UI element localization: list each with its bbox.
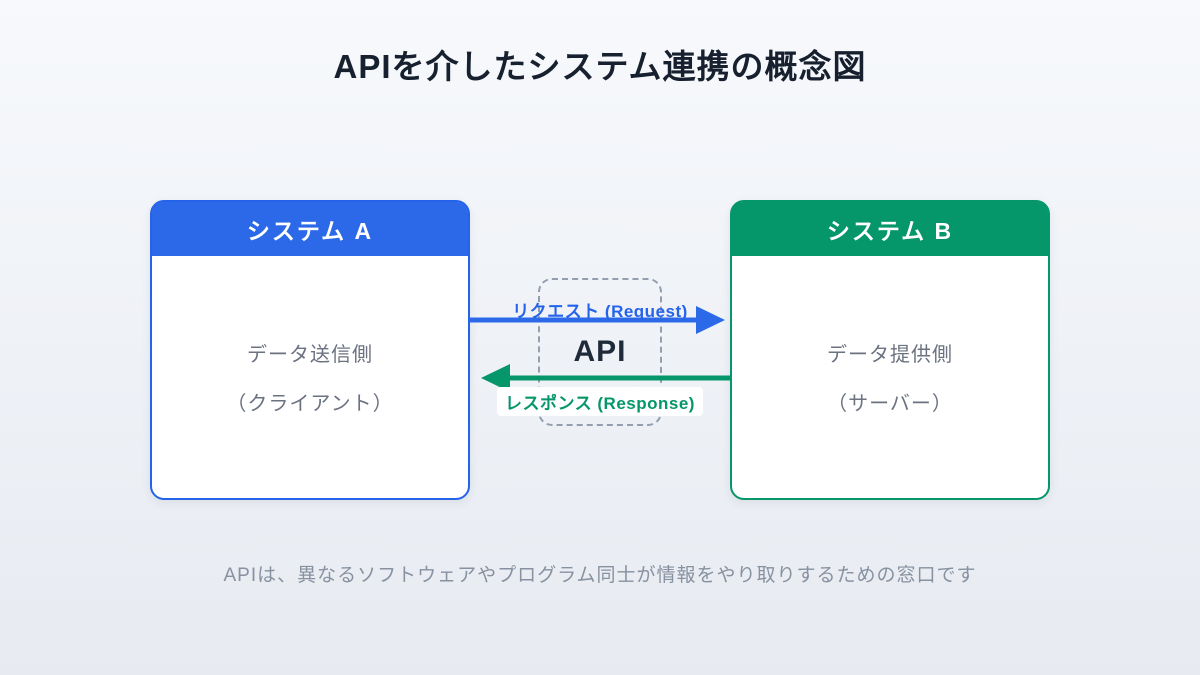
api-label: API	[573, 335, 627, 368]
request-label: リクエスト (Request)	[512, 302, 688, 321]
system-b-role: データ提供側	[827, 344, 953, 366]
system-b-body: データ提供側 （サーバー）	[732, 256, 1048, 498]
diagram-caption: APIは、異なるソフトウェアやプログラム同士が情報をやり取りするための窓口です	[223, 565, 977, 586]
system-b-header: システム B	[732, 202, 1048, 256]
request-arrow-head	[696, 306, 725, 334]
system-a-subrole: （クライアント）	[226, 393, 394, 415]
diagram-title: APIを介したシステム連携の概念図	[333, 48, 867, 85]
system-a-body: データ送信側 （クライアント）	[152, 256, 468, 498]
system-a-box: システム A データ送信側 （クライアント）	[150, 200, 470, 500]
system-a-role: データ送信側	[247, 344, 373, 366]
response-label: レスポンス (Response)	[497, 387, 703, 416]
api-dashed-box: API	[538, 278, 662, 426]
system-a-header: システム A	[152, 202, 468, 256]
system-b-subrole: （サーバー）	[827, 393, 953, 415]
system-b-box: システム B データ提供側 （サーバー）	[730, 200, 1050, 500]
